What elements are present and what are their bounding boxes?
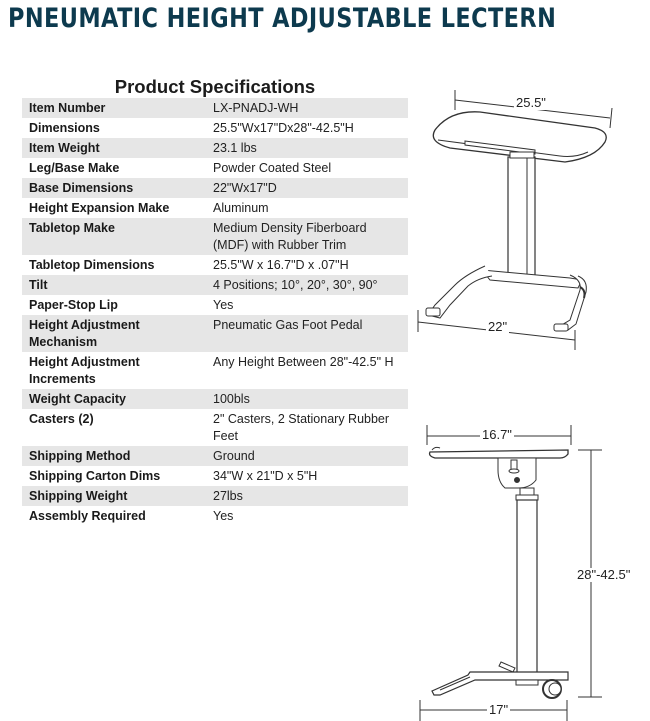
spec-row-height-expansion-make: Height Expansion Make Aluminum: [22, 198, 408, 218]
spec-value: 25.5"Wx17"Dx28"-42.5"H: [206, 118, 408, 138]
spec-value: Ground: [206, 446, 408, 466]
spec-label: Weight Capacity: [22, 389, 206, 409]
spec-value: LX-PNADJ-WH: [206, 98, 408, 118]
spec-value: Any Height Between 28"-42.5" H: [206, 352, 408, 389]
spec-label: Casters (2): [22, 409, 206, 446]
spec-label: Paper-Stop Lip: [22, 295, 206, 315]
spec-row-shipping-method: Shipping Method Ground: [22, 446, 408, 466]
spec-row-tilt: Tilt 4 Positions; 10°, 20°, 30°, 90°: [22, 275, 408, 295]
spec-row-item-weight: Item Weight 23.1 lbs: [22, 138, 408, 158]
spec-value: 27lbs: [206, 486, 408, 506]
spec-row-item-number: Item Number LX-PNADJ-WH: [22, 98, 408, 118]
spec-heading: Product Specifications: [114, 76, 316, 97]
spec-label: Item Number: [22, 98, 206, 118]
spec-row-weight-capacity: Weight Capacity 100bls: [22, 389, 408, 409]
spec-label: Tabletop Make: [22, 218, 206, 255]
lectern-side-drawing: 16.7" 28"-42.5" 17": [410, 410, 650, 721]
base-width-dimension-label: 22": [486, 319, 510, 334]
spec-row-tabletop-make: Tabletop Make Medium Density Fiberboard …: [22, 218, 408, 255]
spec-row-leg-base-make: Leg/Base Make Powder Coated Steel: [22, 158, 408, 178]
spec-label: Dimensions: [22, 118, 206, 138]
spec-value: 4 Positions; 10°, 20°, 30°, 90°: [206, 275, 408, 295]
spec-value: 34"W x 21"D x 5"H: [206, 466, 408, 486]
spec-label: Shipping Weight: [22, 486, 206, 506]
depth-dimension-label: 16.7": [480, 427, 514, 442]
lectern-perspective-illustration: [417, 90, 613, 350]
spec-value: Aluminum: [206, 198, 408, 218]
spec-row-dimensions: Dimensions 25.5"Wx17"Dx28"-42.5"H: [22, 118, 408, 138]
lectern-perspective-drawing: 25.5" 22": [410, 80, 650, 350]
base-depth-dimension-label: 17": [487, 702, 511, 717]
spec-value: Powder Coated Steel: [206, 158, 408, 178]
spec-value: Medium Density Fiberboard (MDF) with Rub…: [206, 218, 408, 255]
spec-label: Shipping Method: [22, 446, 206, 466]
spec-row-casters: Casters (2) 2" Casters, 2 Stationary Rub…: [22, 409, 408, 446]
spec-label: Base Dimensions: [22, 178, 206, 198]
spec-label: Item Weight: [22, 138, 206, 158]
lectern-side-illustration: [419, 425, 602, 721]
spec-value: 22"Wx17"D: [206, 178, 408, 198]
spec-label: Tabletop Dimensions: [22, 255, 206, 275]
spec-label: Height Adjustment Mechanism: [22, 315, 206, 352]
spec-row-shipping-weight: Shipping Weight 27lbs: [22, 486, 408, 506]
spec-row-shipping-carton-dims: Shipping Carton Dims 34"W x 21"D x 5"H: [22, 466, 408, 486]
spec-value: 23.1 lbs: [206, 138, 408, 158]
spec-label: Leg/Base Make: [22, 158, 206, 178]
spec-table: Item Number LX-PNADJ-WH Dimensions 25.5"…: [22, 98, 408, 526]
spec-value: 100bls: [206, 389, 408, 409]
spec-row-height-adjustment-mechanism: Height Adjustment Mechanism Pneumatic Ga…: [22, 315, 408, 352]
spec-label: Height Adjustment Increments: [22, 352, 206, 389]
spec-label: Shipping Carton Dims: [22, 466, 206, 486]
spec-value: Pneumatic Gas Foot Pedal: [206, 315, 408, 352]
spec-value: Yes: [206, 295, 408, 315]
spec-row-height-adjustment-increments: Height Adjustment Increments Any Height …: [22, 352, 408, 389]
spec-value: 2" Casters, 2 Stationary Rubber Feet: [206, 409, 408, 446]
spec-label: Height Expansion Make: [22, 198, 206, 218]
height-range-dimension-label: 28"-42.5": [575, 567, 633, 582]
product-specifications: Product Specifications Item Number LX-PN…: [22, 76, 408, 526]
width-dimension-label: 25.5": [514, 95, 548, 110]
spec-row-assembly-required: Assembly Required Yes: [22, 506, 408, 526]
spec-label: Assembly Required: [22, 506, 206, 526]
page-title: Pneumatic Height Adjustable Lectern: [8, 3, 557, 34]
spec-value: Yes: [206, 506, 408, 526]
spec-label: Tilt: [22, 275, 206, 295]
spec-value: 25.5"W x 16.7"D x .07"H: [206, 255, 408, 275]
spec-row-base-dimensions: Base Dimensions 22"Wx17"D: [22, 178, 408, 198]
spec-row-paper-stop-lip: Paper-Stop Lip Yes: [22, 295, 408, 315]
spec-row-tabletop-dimensions: Tabletop Dimensions 25.5"W x 16.7"D x .0…: [22, 255, 408, 275]
